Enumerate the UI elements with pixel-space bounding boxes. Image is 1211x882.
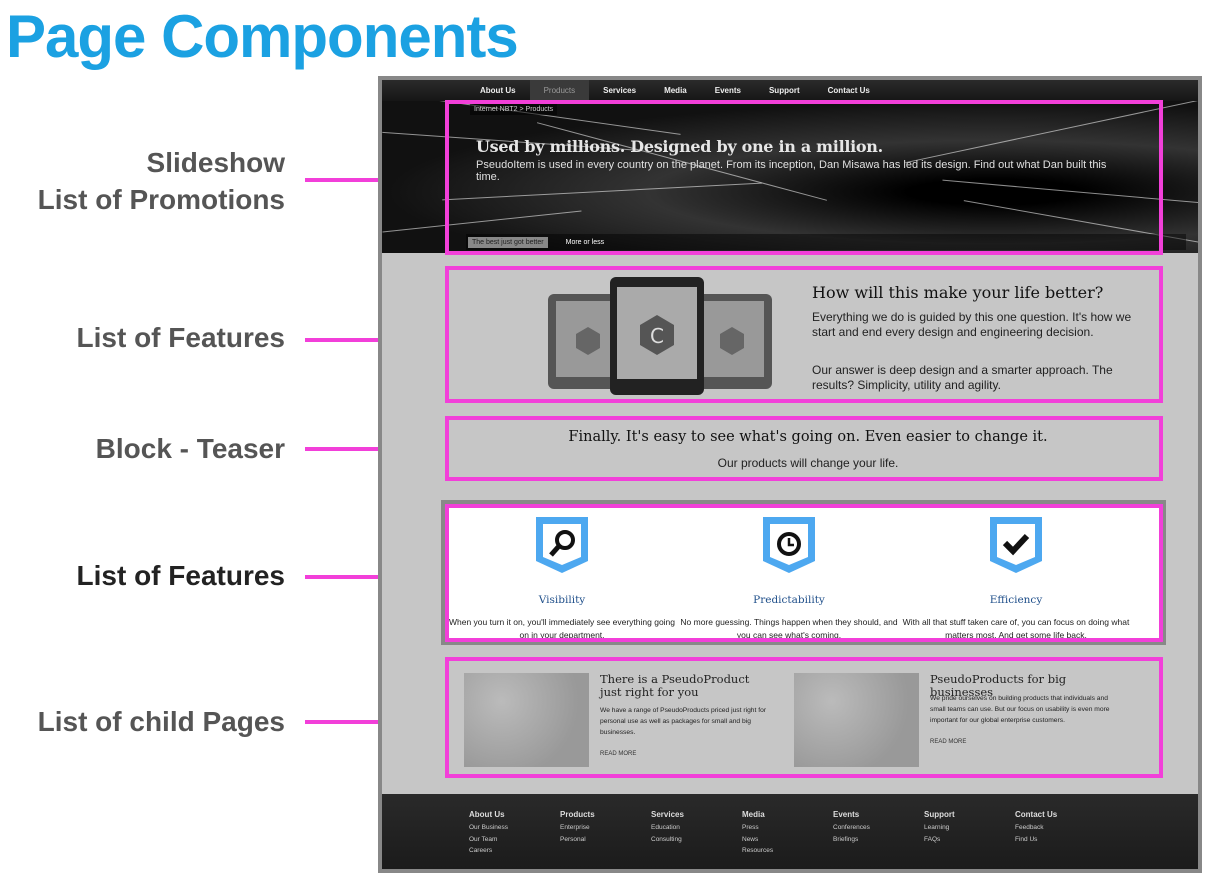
footer-link[interactable]: Consulting (651, 835, 682, 843)
slide-tab-1[interactable]: The best just got better (468, 236, 548, 248)
footer-heading[interactable]: Products (560, 810, 595, 819)
annotation-box (445, 100, 1163, 255)
footer-link[interactable]: Education (651, 824, 680, 831)
clock-icon (763, 517, 815, 573)
nav-about[interactable]: About Us (480, 86, 516, 95)
nav-events[interactable]: Events (714, 86, 741, 95)
footer-link[interactable]: Briefings (833, 835, 859, 843)
slideshow: Internet NBT2 > Products Used by million… (382, 101, 1198, 253)
label-promotions: List of Promotions (37, 184, 285, 215)
read-more-link[interactable]: READ MORE (930, 739, 967, 745)
footer-link[interactable]: Find Us (1015, 835, 1038, 843)
child-text: We pride ourselves on building products … (930, 695, 1110, 724)
checkmark-icon (990, 517, 1042, 573)
annotation-box (445, 657, 1163, 778)
footer-link[interactable]: Our Team (469, 835, 498, 843)
feature-item: Predictability No more guessing. Things … (674, 506, 904, 642)
label-features-2: List of Features (76, 560, 285, 591)
highlight-border (441, 500, 1166, 645)
feature-desc: No more guessing. Things happen when the… (680, 617, 898, 640)
main-nav: About Us Products Services Media Events … (382, 80, 1198, 101)
nav-contact[interactable]: Contact Us (827, 86, 870, 95)
magnifier-icon (536, 517, 588, 573)
label-teaser: Block - Teaser (95, 433, 285, 464)
nav-support[interactable]: Support (768, 86, 800, 95)
annotation-box (445, 504, 1163, 642)
feature-item: Visibility When you turn it on, you'll i… (447, 506, 677, 642)
child-image-tablets[interactable] (794, 673, 919, 767)
footer-heading[interactable]: Events (833, 810, 860, 819)
footer-link[interactable]: News (742, 835, 759, 843)
footer-heading[interactable]: About Us (469, 810, 505, 819)
feature-text-2: Our answer is deep design and a smarter … (812, 363, 1113, 392)
slide-tab-2[interactable]: More or less (565, 238, 605, 246)
feature-title: Predictability (753, 594, 825, 606)
feature-desc: With all that stuff taken care of, you c… (902, 617, 1130, 640)
nav-products[interactable]: Products (529, 80, 590, 101)
breadcrumb[interactable]: Internet NBT2 > Products (470, 104, 558, 115)
website-mockup: About Us Products Services Media Events … (378, 76, 1202, 873)
feature-heading: How will this make your life better? (812, 283, 1104, 302)
footer-heading[interactable]: Contact Us (1015, 810, 1058, 819)
slide-heading: Used by millions. Designed by one in a m… (476, 137, 883, 156)
label-slideshow: Slideshow (146, 147, 285, 178)
label-features: List of Features (76, 322, 285, 353)
footer-link[interactable]: Press (742, 824, 759, 831)
footer-link[interactable]: Careers (469, 847, 493, 854)
footer-link[interactable]: Learning (924, 824, 950, 831)
feature-desc: When you turn it on, you'll immediately … (448, 617, 676, 640)
slide-text: PseudoItem is used in every country on t… (476, 159, 1107, 183)
read-more-link[interactable]: READ MORE (600, 751, 637, 757)
child-title[interactable]: PseudoProducts for big businesses (930, 672, 1067, 699)
child-image-phones[interactable] (464, 673, 589, 767)
annotation-box (445, 416, 1163, 481)
footer-heading[interactable]: Support (924, 810, 955, 819)
footer-link[interactable]: Feedback (1015, 824, 1044, 831)
teaser-text: Our products will change your life. (717, 456, 899, 470)
label-child-pages: List of child Pages (37, 706, 285, 737)
child-text: We have a range of PseudoProducts priced… (600, 707, 767, 736)
feature-title: Efficiency (989, 594, 1043, 606)
svg-text:C: C (650, 324, 664, 348)
feature-title: Visibility (538, 594, 586, 606)
teaser-heading: Finally. It's easy to see what's going o… (568, 429, 1048, 445)
footer-link[interactable]: Our Business (469, 824, 509, 831)
features-list: Visibility When you turn it on, you'll i… (447, 506, 1161, 640)
footer-heading[interactable]: Services (651, 810, 684, 819)
footer-link[interactable]: Enterprise (560, 824, 590, 831)
nav-media[interactable]: Media (664, 86, 687, 95)
child-title[interactable]: There is a PseudoProduct just right for … (600, 672, 750, 699)
footer-link[interactable]: Resources (742, 847, 774, 854)
page-title: Page Components (6, 3, 519, 70)
footer-link[interactable]: FAQs (924, 835, 941, 843)
devices-image: C (548, 277, 772, 395)
annotation-box (445, 266, 1163, 403)
feature-item: Efficiency With all that stuff taken car… (901, 506, 1131, 642)
slide-tabs: The best just got better More or less (466, 234, 1186, 250)
footer-link[interactable]: Conferences (833, 824, 870, 831)
nav-services[interactable]: Services (603, 86, 637, 95)
feature-text: Everything we do is guided by this one q… (812, 310, 1132, 339)
footer-link[interactable]: Personal (560, 835, 586, 843)
footer-heading[interactable]: Media (742, 810, 765, 819)
